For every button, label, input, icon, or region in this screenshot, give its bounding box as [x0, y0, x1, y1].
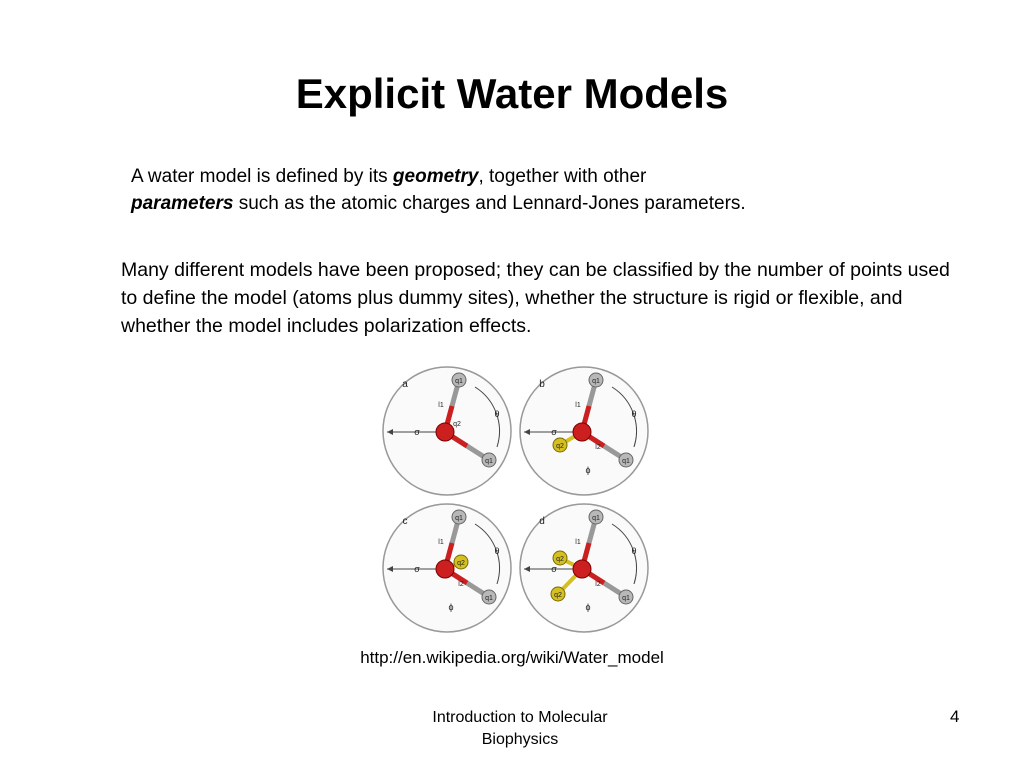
l1-label: l1 [438, 402, 444, 409]
footer-course: Introduction to Molecular Biophysics [380, 707, 660, 751]
oxygen-atom [572, 559, 592, 579]
oxygen-atom [435, 559, 455, 579]
definition-paragraph: A water model is defined by its geometry… [131, 163, 931, 217]
hydrogen-charge-label: q1 [455, 378, 463, 385]
parameters-term: parameters [131, 193, 234, 214]
theta-label: θ [631, 546, 636, 556]
hydrogen-site [481, 452, 497, 468]
hydrogen-site [588, 372, 604, 388]
dummy-charge-label: q2 [556, 443, 564, 450]
theta-label: θ [494, 409, 499, 419]
panel-label: d [539, 516, 545, 527]
dummy-site [453, 554, 469, 570]
footer-line-1: Introduction to Molecular [432, 709, 608, 726]
phi-label: ϕ [448, 602, 453, 612]
footer-line-2: Biophysics [481, 731, 559, 748]
hydrogen-site [451, 372, 467, 388]
sigma-arrowhead [524, 566, 530, 572]
dummy-charge-label: q2 [556, 556, 564, 563]
sigma-arrowhead [387, 566, 393, 572]
hydrogen-site [451, 509, 467, 525]
l2-label: l2 [595, 581, 601, 588]
classification-paragraph: Many different models have been proposed… [121, 259, 950, 337]
panel-label: c [403, 516, 408, 527]
hydrogen-charge-label: q1 [485, 595, 493, 602]
theta-arc [611, 386, 637, 448]
l1-label: l1 [575, 402, 581, 409]
sigma-label: σ [414, 564, 420, 574]
hydrogen-site [588, 509, 604, 525]
oxygen-atom [435, 422, 455, 442]
hydrogen-charge-label: q1 [485, 458, 493, 465]
dummy-charge-label: q2 [457, 560, 465, 567]
l2-label: l2 [595, 444, 601, 451]
theta-label: θ [494, 546, 499, 556]
geometry-term: geometry [392, 166, 479, 187]
theta-arc [474, 523, 500, 585]
sigma-label: σ [551, 427, 557, 437]
definition-text-2: , together with other [478, 166, 647, 187]
source-link[interactable]: http://en.wikipedia.org/wiki/Water_model [360, 648, 664, 667]
sigma-arrowhead [524, 429, 530, 435]
hydrogen-site [481, 589, 497, 605]
model-panel-a: a σ θ l1 q1 q1 q2 [382, 366, 512, 496]
dummy-site [552, 550, 568, 566]
theta-arc [474, 386, 500, 448]
definition-text-1: A water model is defined by its [131, 166, 393, 187]
panel-label: b [539, 379, 545, 390]
sigma-label: σ [414, 427, 420, 437]
model-panel-b: b σ θ l1 q1 q1 q2 l2 ϕ [519, 366, 649, 496]
dummy-site [552, 437, 568, 453]
model-panel-c: c σ θ l1 q1 q1 q2 l2 ϕ [382, 503, 512, 633]
hydrogen-charge-label: q1 [592, 515, 600, 522]
theta-arc [611, 523, 637, 585]
dummy-site [550, 586, 566, 602]
oxygen-charge-label: q2 [453, 421, 461, 428]
l1-label: l1 [438, 539, 444, 546]
definition-text-3: such as the atomic charges and Lennard-J… [233, 193, 746, 214]
hydrogen-charge-label: q1 [622, 458, 630, 465]
panel-label: a [402, 379, 408, 390]
phi-label: ϕ [585, 465, 590, 475]
dummy-charge-label: q2 [554, 592, 562, 599]
hydrogen-charge-label: q1 [455, 515, 463, 522]
phi-label: ϕ [585, 602, 590, 612]
slide-title: Explicit Water Models [295, 70, 729, 117]
page-number: 4 [950, 707, 960, 726]
hydrogen-site [618, 452, 634, 468]
sigma-label: σ [551, 564, 557, 574]
hydrogen-site [618, 589, 634, 605]
model-panel-d: d σ θ l1 q1 q1 q2 q2 l2 ϕ [519, 503, 649, 633]
l2-label: l2 [458, 581, 464, 588]
theta-label: θ [631, 409, 636, 419]
l1-label: l1 [575, 539, 581, 546]
oxygen-atom [572, 422, 592, 442]
hydrogen-charge-label: q1 [622, 595, 630, 602]
sigma-arrowhead [387, 429, 393, 435]
hydrogen-charge-label: q1 [592, 378, 600, 385]
